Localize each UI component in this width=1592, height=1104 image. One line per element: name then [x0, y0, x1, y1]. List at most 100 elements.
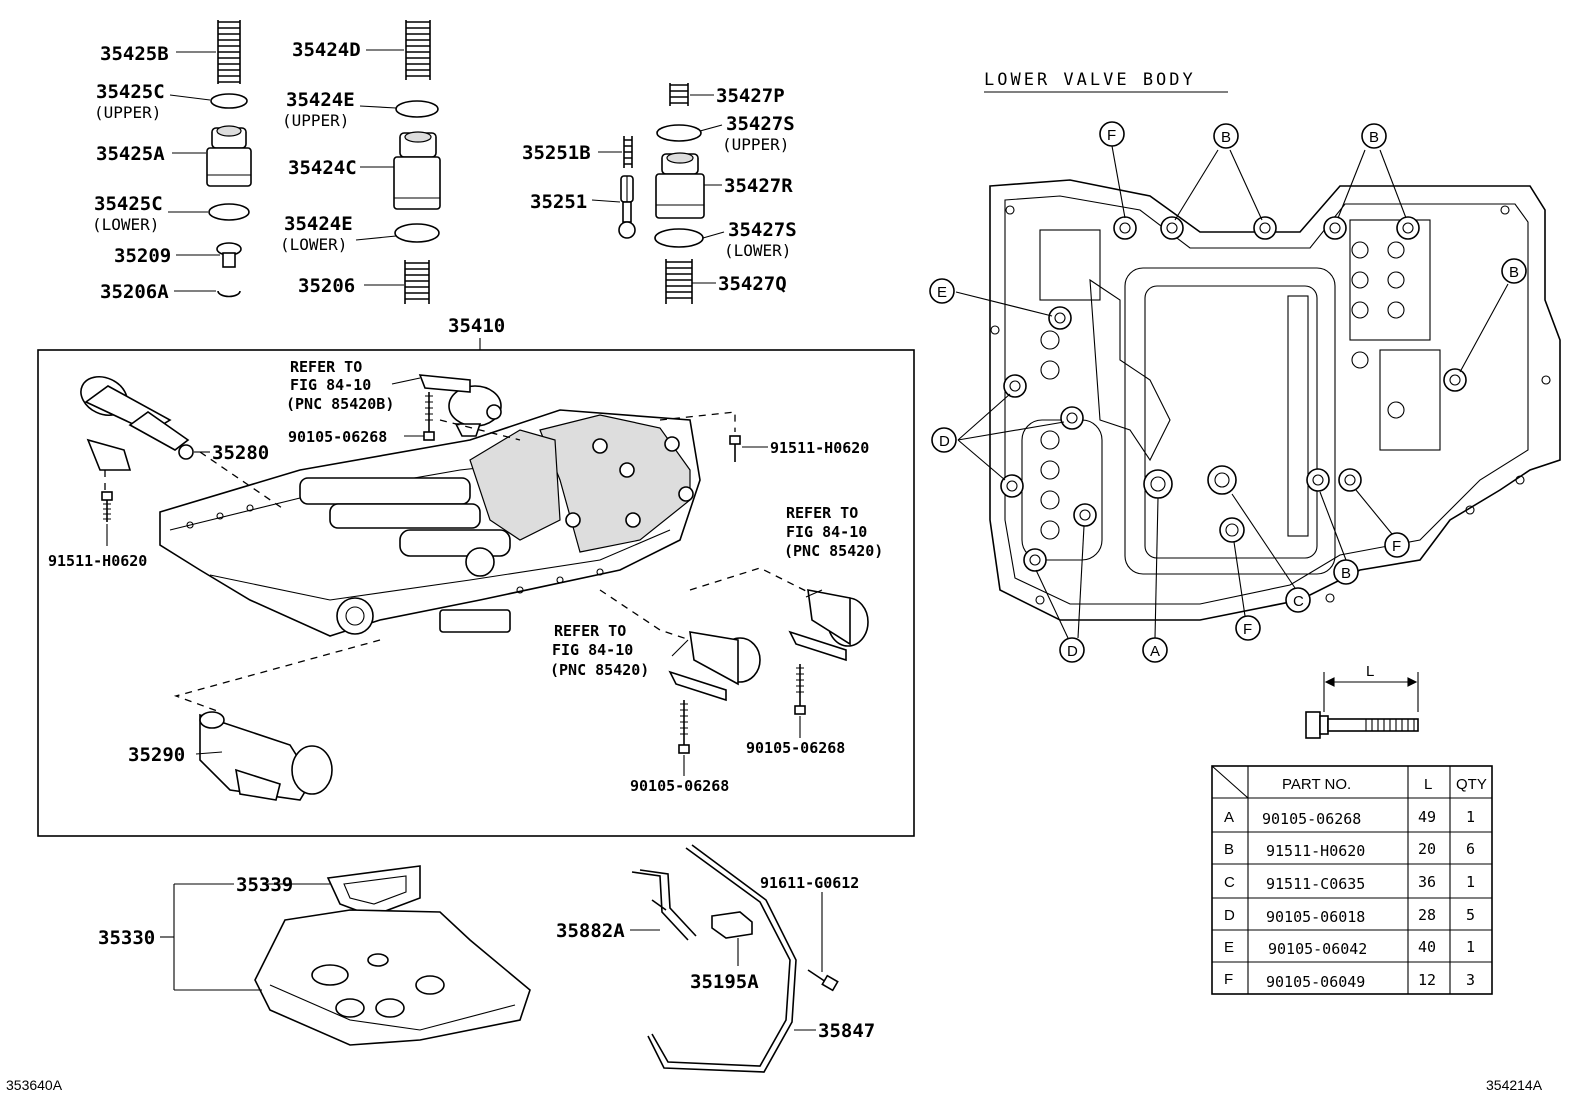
callout-D-bottom: D [1067, 643, 1078, 660]
label-35427R: 35427R [724, 175, 793, 197]
bolt-90105-top-drawing [423, 392, 435, 441]
bolt-91611-drawing [807, 969, 839, 992]
oring-35427S-upper-drawing [656, 124, 702, 142]
table-row-qty: 1 [1466, 873, 1475, 891]
table-row-qty: 3 [1466, 971, 1475, 989]
spring-35427P-drawing [669, 83, 689, 106]
label-35206A: 35206A [100, 281, 169, 303]
assembly-guide-lines [104, 411, 809, 713]
label-bolt-91611: 91611-G0612 [760, 874, 859, 892]
table-row-l: 49 [1418, 808, 1436, 826]
oring-35425C-upper-drawing [210, 93, 248, 109]
spring-stack-35427 [618, 83, 705, 304]
table-row-qty: 1 [1466, 808, 1475, 826]
table-row-key: F [1224, 971, 1233, 988]
callout-circle-E [929, 278, 955, 304]
label-bolt-90105-right: 90105-06268 [746, 739, 845, 757]
callout-circle-D-left [931, 427, 957, 453]
label-35427Q: 35427Q [718, 273, 787, 295]
bolt-91511-left-drawing [101, 491, 113, 522]
ref-3-line-3: (PNC 85420) [550, 661, 649, 679]
ref-2-line-3: (PNC 85420) [784, 542, 883, 560]
leader-lines-stack-2 [355, 49, 404, 286]
callout-F-top: F [1107, 127, 1116, 144]
note-lower-2: (LOWER) [280, 235, 347, 254]
callout-D-left: D [939, 433, 950, 450]
table-row-key: E [1224, 939, 1234, 956]
callout-circle-D-bottom [1059, 637, 1085, 663]
oring-35424E-lower-drawing [394, 223, 440, 243]
note-upper-1: (UPPER) [94, 103, 161, 122]
table-row-key: A [1224, 809, 1234, 826]
label-35425C-lower: 35425C [94, 193, 163, 215]
label-35209: 35209 [114, 245, 171, 267]
leader-lines-stack-3 [591, 94, 725, 284]
label-35424C: 35424C [288, 157, 357, 179]
sleeve-35427R-drawing [655, 152, 705, 219]
ref-2-line-2: FIG 84-10 [786, 523, 867, 541]
callout-circle-B-2 [1361, 123, 1387, 149]
bolt-91511-right-drawing [729, 435, 741, 462]
valve-body-casting-drawing [159, 409, 701, 637]
label-bolt-91511-right: 91511-H0620 [770, 439, 869, 457]
callout-circle-F-right [1384, 532, 1410, 558]
spring-35427Q-drawing [665, 259, 693, 304]
ref-2-line-1: REFER TO [786, 504, 858, 522]
label-35424D: 35424D [292, 39, 361, 61]
callout-circle-A [1142, 637, 1168, 663]
callout-F-right: F [1392, 538, 1401, 555]
callout-circle-B-1 [1213, 123, 1239, 149]
lower-valve-body-title: LOWER VALVE BODY [984, 70, 1196, 90]
tube-35882A-drawing [631, 869, 697, 941]
table-row-l: 36 [1418, 873, 1436, 891]
sleeve-35424C-drawing [393, 131, 441, 210]
label-35424E-lower: 35424E [284, 213, 353, 235]
solenoid-35290-drawing [199, 711, 333, 801]
spring-35425B-drawing [217, 20, 241, 84]
ref-3-line-2: FIG 84-10 [552, 641, 633, 659]
label-35195A: 35195A [690, 971, 759, 993]
label-35847: 35847 [818, 1020, 875, 1042]
label-35425B: 35425B [100, 43, 169, 65]
label-35280: 35280 [212, 442, 269, 464]
table-row-part: 90105-06018 [1266, 908, 1365, 926]
solenoid-85420B-drawing [418, 374, 502, 437]
table-row-part: 91511-H0620 [1266, 842, 1365, 860]
valve-35251-drawing [618, 175, 636, 239]
spring-stack-35425 [206, 20, 252, 298]
note-lower-1: (LOWER) [92, 215, 159, 234]
dimension-label-L: L [1366, 663, 1374, 680]
table-row-part: 90105-06042 [1268, 940, 1367, 958]
label-35427S-upper: 35427S [726, 113, 795, 135]
table-row-l: 28 [1418, 906, 1436, 924]
label-35425C-upper: 35425C [96, 81, 165, 103]
note-upper-3: (UPPER) [722, 135, 789, 154]
callout-E: E [937, 284, 947, 301]
leader-lines-tubes [630, 892, 823, 1031]
callout-circle-B-4 [1333, 559, 1359, 585]
callout-circle-B-3 [1501, 258, 1527, 284]
table-row-key: D [1224, 907, 1235, 924]
label-35882A: 35882A [556, 920, 625, 942]
strainer-35330-drawing [254, 909, 531, 1046]
leader-lines-strainer [160, 883, 330, 991]
valve-body-assembly-frame [37, 349, 915, 837]
plug-35209-drawing [216, 242, 242, 268]
table-row-key: B [1224, 841, 1234, 858]
spring-35251B-drawing [623, 136, 633, 168]
solenoid-35280-drawing [80, 375, 194, 471]
callout-F-bottom: F [1243, 621, 1252, 638]
ref-1-line-1: REFER TO [290, 358, 362, 376]
leader-lines-stack-1 [168, 51, 220, 292]
solenoid-85420-right-drawing [788, 589, 869, 662]
ref-1-line-3: (PNC 85420B) [286, 395, 394, 413]
gasket-35339-drawing [326, 865, 421, 917]
callout-B-1: B [1221, 129, 1231, 146]
callout-circle-F-top [1099, 121, 1125, 147]
spring-35424D-drawing [405, 20, 431, 80]
callout-A: A [1150, 643, 1160, 660]
callout-B-2: B [1369, 129, 1379, 146]
table-header-part-no: PART NO. [1282, 776, 1351, 793]
